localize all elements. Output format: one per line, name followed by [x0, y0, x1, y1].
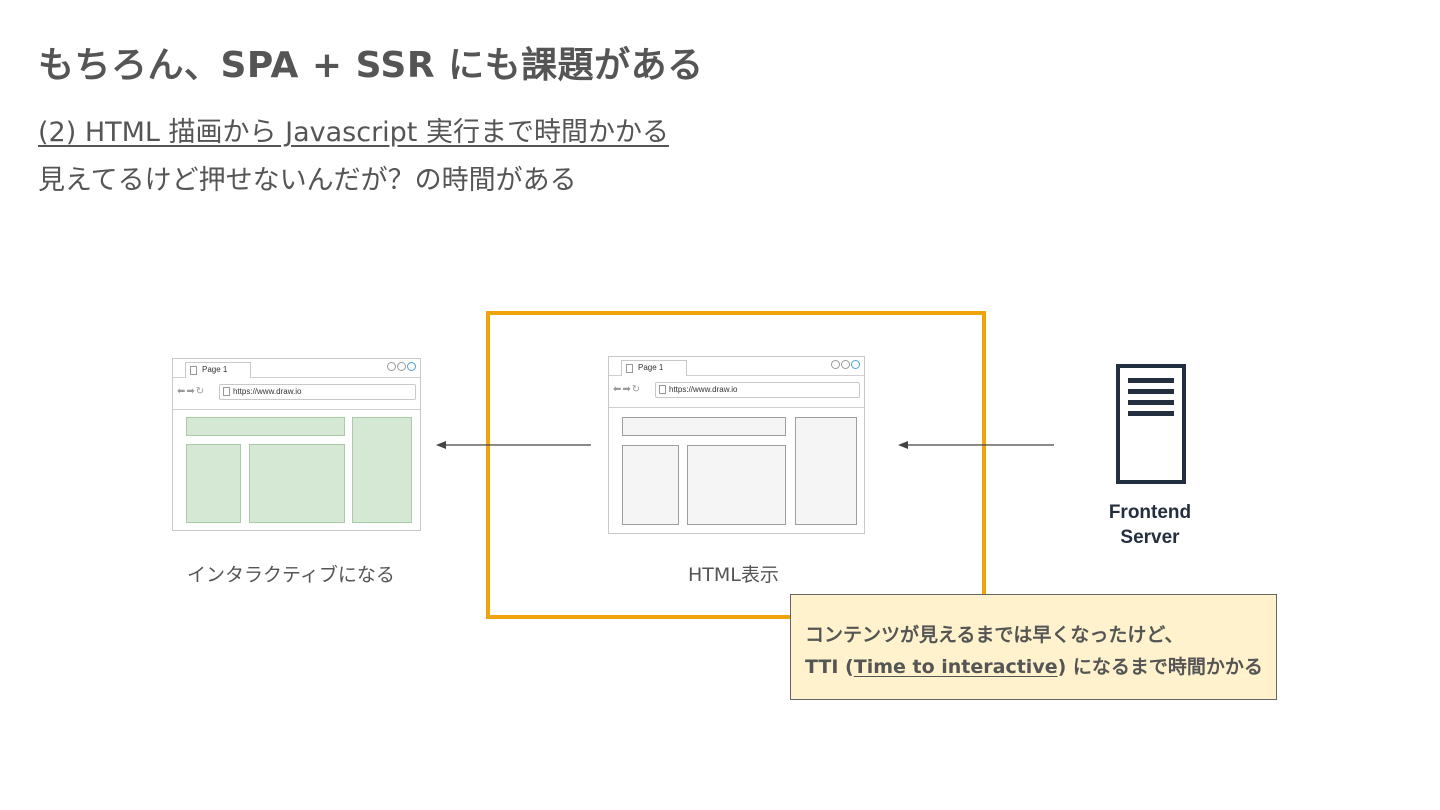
- note-line2: TTI (Time to interactive) になるまで時間かかる: [805, 651, 1276, 683]
- window-dot-icon: [407, 362, 416, 371]
- browser-url-text: https://www.draw.io: [233, 387, 302, 396]
- browser-tab: Page 1: [185, 362, 251, 378]
- slide-description: 見えてるけど押せないんだが？の時間がある: [38, 165, 577, 196]
- browser-tabbar: Page 1: [173, 359, 420, 378]
- browser-url-bar: https://www.draw.io: [219, 384, 416, 400]
- window-dot-icon: [851, 360, 860, 369]
- browser-url-text: https://www.draw.io: [669, 385, 738, 394]
- content-block-left: [622, 445, 679, 525]
- page-icon: [626, 364, 633, 373]
- note-line1: コンテンツが見えるまでは早くなったけど、: [805, 624, 1184, 646]
- content-block-left: [186, 444, 241, 523]
- window-dot-icon: [397, 362, 406, 371]
- server-bar: [1128, 378, 1174, 383]
- content-block-main: [249, 444, 345, 523]
- browser-tab-label: Page 1: [202, 365, 228, 374]
- browser-tab-label: Page 1: [638, 363, 664, 372]
- server-bar: [1128, 389, 1174, 394]
- nav-arrows-icon: ⬅➡↻: [613, 384, 642, 395]
- label-html-display: HTML表示: [688, 564, 779, 586]
- browser-mockup-html-display: Page 1 ⬅➡↻ https://www.draw.io: [608, 356, 865, 534]
- tti-link: Time to interactive: [853, 656, 1058, 678]
- nav-arrows-icon: ⬅➡↻: [177, 386, 206, 397]
- content-block-header: [186, 417, 345, 436]
- window-controls: [831, 360, 860, 369]
- browser-tab: Page 1: [621, 360, 687, 376]
- server-bar: [1128, 400, 1174, 405]
- window-dot-icon: [841, 360, 850, 369]
- server-label: Frontend Server: [1090, 500, 1210, 550]
- browser-navbar: ⬅➡↻ https://www.draw.io: [173, 377, 420, 410]
- content-block-main: [687, 445, 786, 525]
- browser-tabbar: Page 1: [609, 357, 864, 376]
- window-dot-icon: [387, 362, 396, 371]
- callout-note: コンテンツが見えるまでは早くなったけど、 TTI (Time to intera…: [790, 594, 1277, 700]
- browser-url-bar: https://www.draw.io: [655, 382, 860, 398]
- page-icon: [659, 385, 666, 394]
- server-bar: [1128, 411, 1174, 416]
- page-icon: [190, 366, 197, 375]
- slide-subtitle: (2) HTML 描画から Javascript 実行まで時間かかる: [38, 117, 669, 148]
- browser-mockup-interactive: Page 1 ⬅➡↻ https://www.draw.io: [172, 358, 421, 531]
- label-interactive: インタラクティブになる: [187, 564, 395, 586]
- note-line2-prefix: TTI (: [805, 656, 854, 678]
- server-icon: [1116, 364, 1186, 484]
- window-controls: [387, 362, 416, 371]
- highlight-frame: [486, 311, 986, 619]
- server-label-line1: Frontend: [1108, 502, 1192, 523]
- note-line2-suffix: ) になるまで時間かかる: [1057, 656, 1263, 678]
- browser-navbar: ⬅➡↻ https://www.draw.io: [609, 375, 864, 408]
- window-dot-icon: [831, 360, 840, 369]
- page-icon: [223, 387, 230, 396]
- content-block-sidebar: [352, 417, 412, 523]
- content-block-sidebar: [795, 417, 857, 525]
- slide-title: もちろん、SPA + SSR にも課題がある: [38, 45, 704, 86]
- content-block-header: [622, 417, 786, 436]
- server-label-line2: Server: [1120, 527, 1180, 548]
